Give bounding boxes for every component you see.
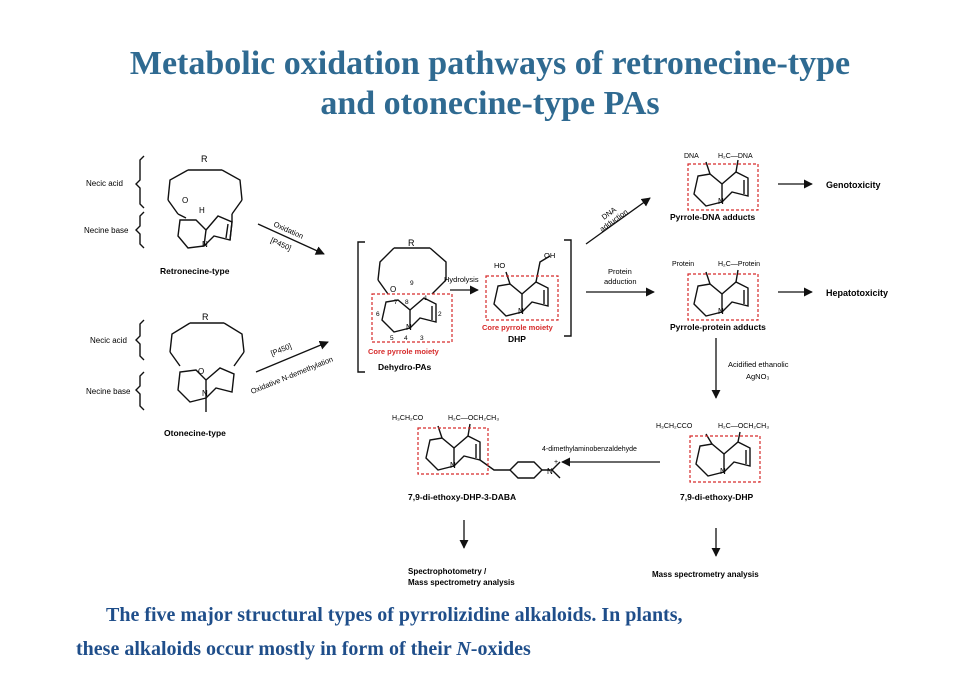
dhp-n-label: N <box>518 307 524 316</box>
spectro-line2: Mass spectrometry analysis <box>408 578 515 587</box>
acidified-line2: AgNO₃ <box>746 372 769 381</box>
dna-adduction-arrow <box>585 197 651 245</box>
daba-name: 7,9-di-ethoxy-DHP-3-DABA <box>408 492 516 502</box>
protein-adduction-line1: Protein <box>608 267 632 276</box>
oto-n-label: N <box>202 389 208 398</box>
dna-adduct-right: H₂C—DNA <box>718 153 753 160</box>
dna-adduct-core-box <box>687 163 759 211</box>
left-bracket <box>357 241 365 373</box>
retro-n-label: N <box>202 240 208 249</box>
protein-adduct-right: H₂C—Protein <box>718 261 760 268</box>
slide-caption: The five major structural types of pyrro… <box>76 598 936 666</box>
genotoxicity-label: Genotoxicity <box>826 180 881 190</box>
daba-right: H₂C—OCH₂CH₃ <box>448 415 499 422</box>
dehydro-num-8: 8 <box>405 299 409 306</box>
diethoxy-name: 7,9-di-ethoxy-DHP <box>680 492 754 502</box>
protein-adduct-structure <box>693 269 749 317</box>
dna-adduct-left: DNA <box>684 153 699 160</box>
dehydro-name-label: Dehydro-PAs <box>378 362 431 372</box>
caption-line-2: these alkaloids occur mostly in form of … <box>76 638 531 660</box>
retro-name-label: Retronecine-type <box>160 266 230 276</box>
diethoxy-n: N <box>720 467 726 476</box>
oto-necic-acid-label: Necic acid <box>90 336 127 345</box>
demethylation-arrow <box>255 340 329 373</box>
otonecine-structure <box>135 319 245 412</box>
dehydro-num-6: 6 <box>376 311 380 318</box>
daba-n: N <box>450 461 456 470</box>
dhp-core-box <box>485 275 559 321</box>
dehydro-num-1: 1 <box>424 295 428 302</box>
slide-title: Metabolic oxidation pathways of retronec… <box>0 44 980 124</box>
protein-adduct-name: Pyrrole-protein adducts <box>670 322 766 332</box>
dmab-label: 4-dimethylaminobenzaldehyde <box>542 446 637 453</box>
daba-structure <box>425 423 561 479</box>
mass-spec-label: Mass spectrometry analysis <box>652 570 759 579</box>
demethylation-label: Oxidative N-demethylation <box>249 355 334 396</box>
dhp-name-label: DHP <box>508 334 526 344</box>
oto-necine-base-label: Necine base <box>86 387 131 396</box>
dehydro-r-label: R <box>408 238 415 248</box>
dehydro-num-2: 2 <box>438 311 442 318</box>
caption-line-1: The five major structural types of pyrro… <box>106 604 683 626</box>
dhp-core-label: Core pyrrole moiety <box>482 323 554 332</box>
title-line-1: Metabolic oxidation pathways of retronec… <box>129 45 851 82</box>
dehydro-structure <box>377 247 447 333</box>
caption-line-2-italic: N <box>456 638 471 660</box>
dehydro-core-box <box>371 293 453 343</box>
oto-o-label: O <box>198 367 204 376</box>
daba-core-box <box>417 427 489 475</box>
right-bracket <box>564 239 572 337</box>
daba-nplus: N <box>547 467 553 476</box>
caption-line-2-pre: these alkaloids occur mostly in form of … <box>76 638 457 660</box>
dhp-structure <box>493 255 551 317</box>
title-line-2: and otonecine-type PAs <box>320 85 660 122</box>
caption-line-2-post: -oxides <box>470 638 531 660</box>
retro-necic-acid-label: Necic acid <box>86 179 123 188</box>
diethoxy-structure <box>695 431 751 477</box>
acidified-line1: Acidified ethanolic <box>728 360 789 369</box>
dna-adduct-n: N <box>718 197 724 206</box>
dehydro-o-label: O <box>390 285 396 294</box>
oxidation-arrow <box>257 223 325 255</box>
dehydro-num-7: 7 <box>394 299 398 306</box>
dehydro-core-label: Core pyrrole moiety <box>368 347 440 356</box>
dhp-ho-label: HO <box>494 261 505 270</box>
diethoxy-core-box <box>689 435 761 483</box>
protein-adduction-line2: adduction <box>604 277 637 286</box>
dehydro-num-4: 4 <box>404 335 408 342</box>
retronecine-structure <box>135 155 243 249</box>
dhp-oh-label: OH <box>544 251 555 260</box>
oto-r-label: R <box>202 312 209 322</box>
retro-r-label: R <box>201 154 208 164</box>
dehydro-n-label: N <box>406 323 412 332</box>
spectro-line1: Spectrophotometry / <box>408 567 487 576</box>
protein-adduct-core-box <box>687 273 759 321</box>
p450-label-2: [P450] <box>269 341 292 357</box>
hydrolysis-label: Hydrolysis <box>444 275 479 284</box>
diethoxy-right: H₂C—OCH₂CH₃ <box>718 423 769 430</box>
daba-plus: + <box>554 459 558 466</box>
dna-adduct-name: Pyrrole-DNA adducts <box>670 212 755 222</box>
dehydro-num-5: 5 <box>390 335 394 342</box>
hepatotoxicity-label: Hepatotoxicity <box>826 288 888 298</box>
retro-h-label: H <box>199 206 205 215</box>
dna-adduct-structure <box>693 159 749 207</box>
retro-necine-base-label: Necine base <box>84 226 129 235</box>
protein-adduct-n: N <box>718 307 724 316</box>
protein-adduct-left: Protein <box>672 261 694 268</box>
dehydro-num-9: 9 <box>410 280 414 287</box>
dehydro-num-3: 3 <box>420 335 424 342</box>
retro-o-label: O <box>182 196 188 205</box>
daba-left: H₃CH₂CO <box>392 415 424 422</box>
oto-name-label: Otonecine-type <box>164 428 226 438</box>
diethoxy-left: H₃CH₂CCO <box>656 423 693 430</box>
